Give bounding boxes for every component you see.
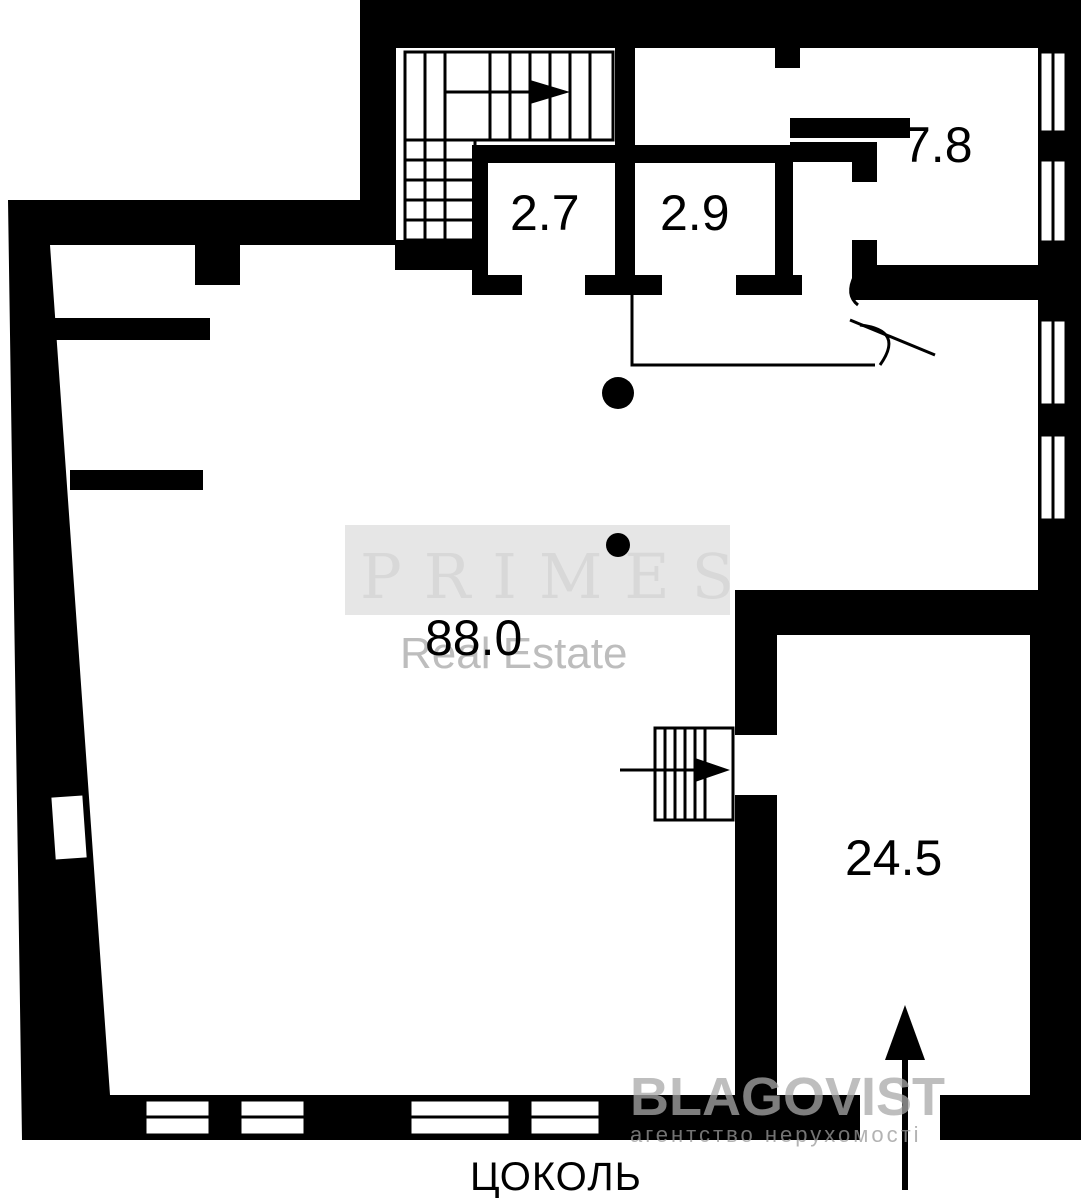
room-area-right-lower: 24.5 xyxy=(845,830,942,886)
upper-stair-arrow-icon xyxy=(530,80,570,104)
upper-staircase xyxy=(403,50,615,242)
entrance-arrow-icon xyxy=(885,1005,925,1190)
room-area-small-b: 2.9 xyxy=(660,185,730,241)
lower-stair-arrow-icon xyxy=(695,758,730,782)
window-mullions xyxy=(145,52,1055,1119)
room-area-main-hall: 88.0 xyxy=(425,610,522,666)
primes-watermark-name: PRIMES xyxy=(360,540,756,613)
interior-walls xyxy=(55,48,1038,1095)
room-area-small-a: 2.7 xyxy=(510,185,580,241)
room-area-right-upper: 7.8 xyxy=(903,117,973,173)
door-swing xyxy=(630,274,936,367)
window-left xyxy=(48,792,90,863)
floor-label: ЦОКОЛЬ xyxy=(470,1155,642,1199)
column-marker-lower xyxy=(606,533,630,557)
primes-watermark-box xyxy=(345,525,730,615)
column-marker xyxy=(602,377,634,409)
primes-watermark-subtitle: Real Estate xyxy=(400,629,627,678)
blagovist-watermark-name: BLAGOVIST xyxy=(630,1067,945,1127)
blagovist-watermark-subtitle: агентство нерухомості xyxy=(630,1122,922,1147)
